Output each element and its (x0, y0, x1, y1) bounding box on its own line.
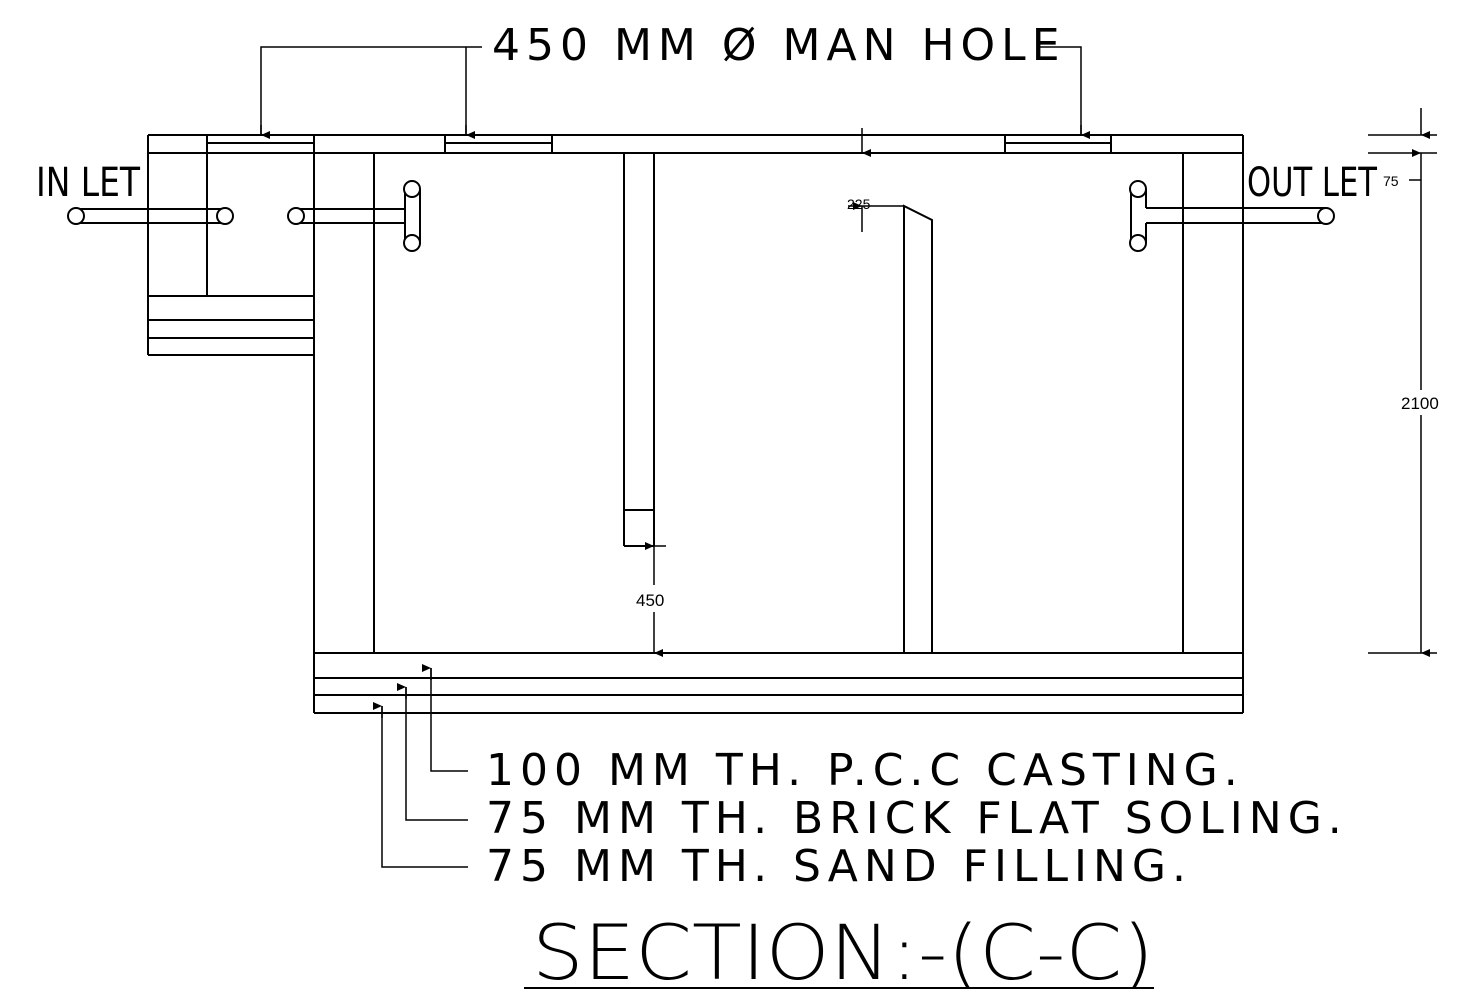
brick-soling-label: 75 MM TH. BRICK FLAT SOLING. (486, 793, 1348, 844)
manhole-label: 450 MM Ø MAN HOLE (492, 20, 1066, 71)
manhole-leader (260, 46, 1090, 139)
baffle-gap-label: 225 (847, 196, 871, 212)
layer-leaders (373, 664, 468, 868)
baffle-gap-dimension (848, 128, 904, 232)
outlet-label: OUT LET (1247, 160, 1378, 206)
depth-dimension-label: 2100 (1401, 394, 1439, 413)
bottom-gap-label: 450 (636, 591, 664, 610)
inlet-tee (287, 180, 421, 252)
pcc-casting-label: 100 MM TH. P.C.C CASTING. (486, 745, 1244, 796)
depth-dimension (1368, 108, 1437, 657)
section-title: SECTION:-(C-C) (532, 908, 1154, 989)
outlet-tee (1129, 180, 1335, 252)
inlet-pipe (67, 207, 234, 225)
tank-structure (147, 134, 1244, 714)
sand-filling-label: 75 MM TH. SAND FILLING. (486, 841, 1192, 892)
bottom-gap-dimension (645, 542, 666, 657)
top-slab-dimension: 75 (1383, 173, 1399, 189)
inlet-label: IN LET (36, 160, 141, 206)
